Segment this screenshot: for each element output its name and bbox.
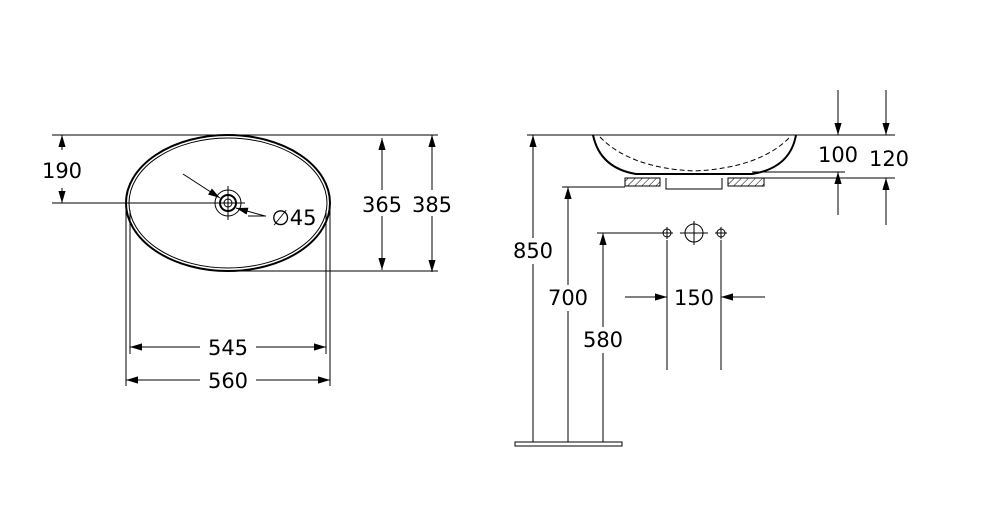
tap-hole-center-icon — [680, 221, 708, 245]
total-height-label: 120 — [869, 147, 909, 171]
floor-line — [514, 441, 623, 447]
tap-spacing-label: 150 — [674, 286, 714, 310]
drain-icon — [211, 186, 245, 220]
drain-diameter-label: ∅45 — [271, 206, 316, 230]
tap-height-label: 580 — [583, 328, 623, 352]
countertop-left — [624, 177, 661, 187]
depth-to-drain-label: 190 — [42, 159, 82, 183]
mounting-height-label: 850 — [513, 239, 553, 263]
top-view: ∅45 190 365 385 545 560 — [42, 134, 454, 393]
basin-profile — [592, 134, 797, 175]
drain-outlet — [665, 178, 723, 190]
outer-depth-label: 385 — [412, 193, 452, 217]
basin-height-label: 100 — [818, 143, 858, 167]
inner-depth-label: 365 — [362, 193, 402, 217]
tap-hole-right-icon — [715, 227, 727, 239]
outer-width-label: 560 — [208, 369, 248, 393]
basin-outline-outer — [125, 134, 331, 272]
side-view: 850 700 580 150 100 120 — [510, 90, 909, 447]
inner-width-label: 545 — [208, 336, 248, 360]
basin-inner-profile — [599, 136, 791, 172]
countertop-right — [727, 177, 765, 187]
counter-height-label: 700 — [548, 286, 588, 310]
tap-hole-left-icon — [661, 227, 673, 239]
drain-leader-arrow-2 — [235, 207, 266, 217]
basin-outline-inner — [128, 137, 328, 269]
drain-leader-arrow — [182, 173, 221, 199]
